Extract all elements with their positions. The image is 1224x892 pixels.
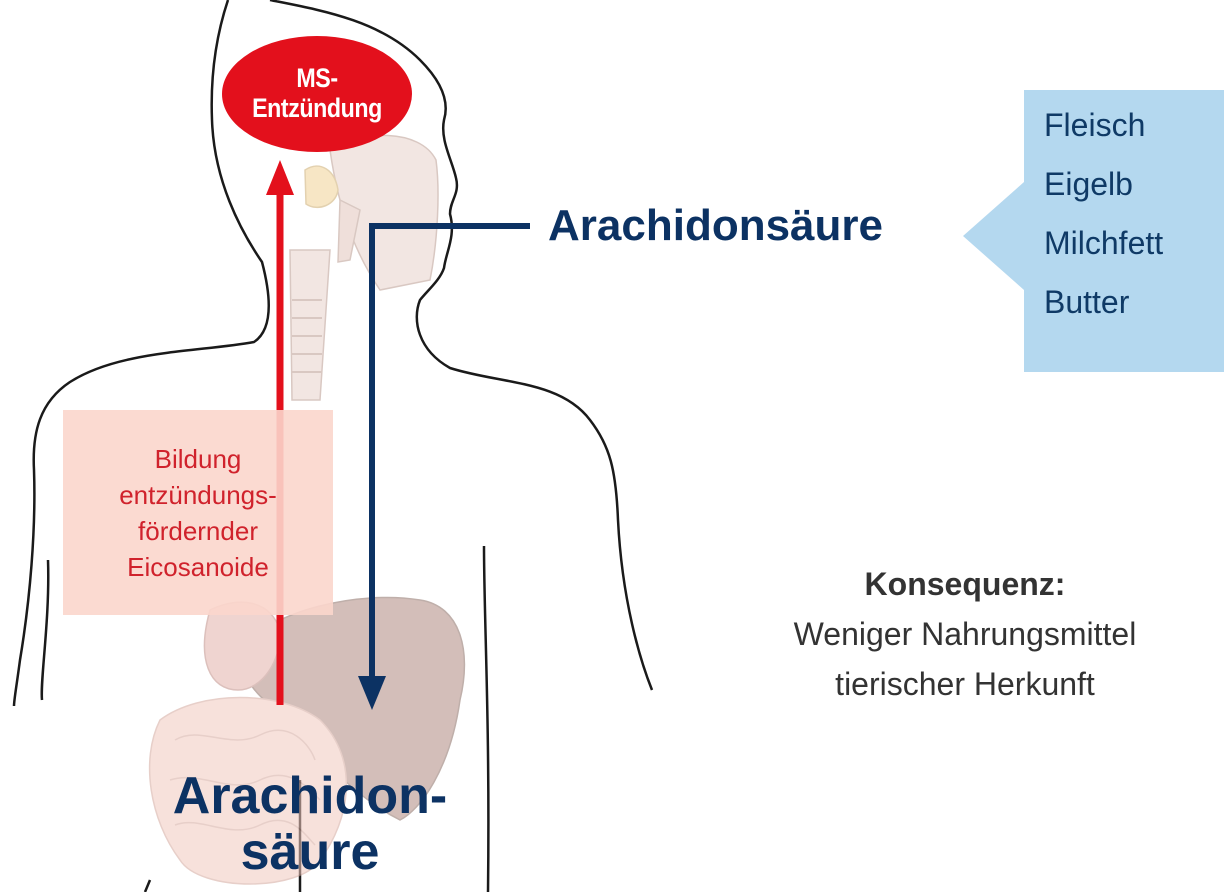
bottom-label-line1: Arachidon- — [150, 768, 470, 824]
torso-right-line — [484, 546, 488, 892]
ms-inflammation-line2: Entzündung — [252, 93, 382, 123]
conclusion-title: Konsequenz: — [705, 559, 1224, 609]
eicosanoid-formation-box: Bildung entzündungs- fördernder Eicosano… — [63, 410, 333, 615]
torso-left-line — [42, 560, 49, 700]
torso-lower-left-line — [145, 880, 150, 892]
process-line-1: Bildung — [155, 441, 242, 477]
arachidonic-acid-top-label: Arachidonsäure — [548, 198, 958, 254]
head-anatomy — [290, 135, 438, 400]
conclusion-line1: Weniger Nahrungsmittel — [705, 609, 1224, 659]
arachidonic-acid-bottom-label: Arachidon- säure — [150, 768, 470, 880]
process-line-3: fördernder — [138, 513, 258, 549]
red-arrowhead — [266, 160, 294, 195]
process-line-2: entzündungs- — [119, 477, 277, 513]
food-item-milk-fat: Milchfett — [1044, 222, 1224, 281]
conclusion-text: Konsequenz: Weniger Nahrungsmittel tieri… — [705, 559, 1224, 709]
food-item-meat: Fleisch — [1044, 104, 1224, 163]
conclusion-line2: tierischer Herkunft — [705, 659, 1224, 709]
food-source-list: Fleisch Eigelb Milchfett Butter — [1044, 104, 1224, 340]
food-item-butter: Butter — [1044, 281, 1224, 340]
bottom-label-line2: säure — [150, 824, 470, 880]
ms-inflammation-label: MS- Entzündung — [235, 38, 398, 148]
ms-inflammation-line1: MS- — [296, 63, 337, 93]
process-line-4: Eicosanoide — [127, 549, 269, 585]
food-item-egg-yolk: Eigelb — [1044, 163, 1224, 222]
